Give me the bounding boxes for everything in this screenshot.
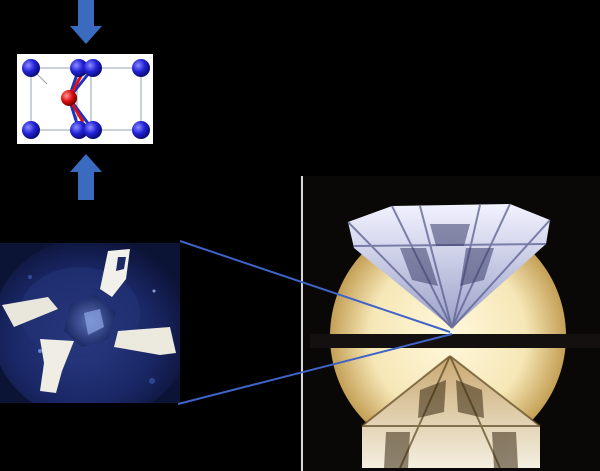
arrow-down-icon: [70, 0, 102, 44]
diamond-anvil-photo: [300, 176, 600, 471]
unit-cell-diagram: [17, 54, 153, 144]
pressure-arrow-bottom: [66, 152, 106, 200]
arrow-up-icon: [70, 154, 102, 200]
pressure-arrow-top: [66, 0, 106, 46]
micrograph-icon: [0, 243, 180, 403]
sample-micrograph: [0, 243, 180, 403]
crystal-unit-cell: [17, 54, 153, 144]
diamond-anvil-cell-icon: [300, 176, 600, 471]
